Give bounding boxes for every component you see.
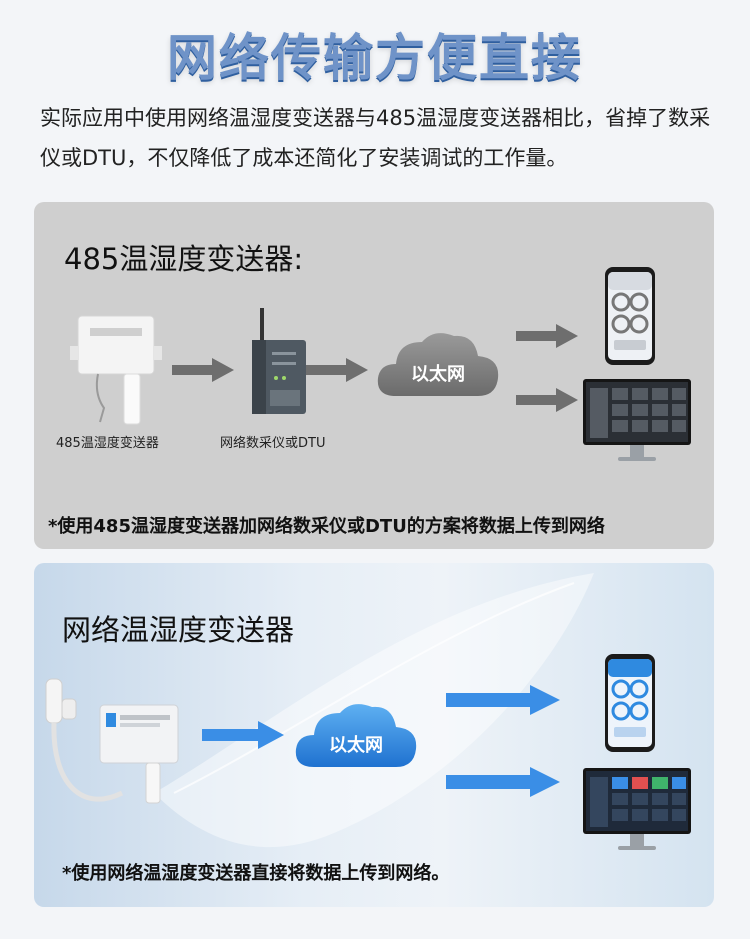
panel-network-heading: 网络温湿度变送器 — [62, 613, 295, 647]
intro-paragraph: 实际应用中使用网络温湿度变送器与485温湿度变送器相比，省掉了数采仪或DTU，不… — [40, 106, 711, 170]
arrow-right-icon — [202, 721, 284, 749]
sensor-device-icon — [70, 315, 162, 425]
page-title: 网络传输方便直接 — [167, 29, 583, 87]
panel-network-transmitter: 网络温湿度变送器 以太网 — [34, 563, 714, 907]
arrow-right-icon — [172, 358, 234, 382]
cloud-icon: 以太网 — [295, 704, 417, 767]
dtu-device-icon — [252, 308, 306, 414]
panel-485-transmitter: 485温湿度变送器: 485温湿度变送器 网络数采仪或DTU — [34, 202, 714, 549]
monitor-icon — [583, 768, 691, 850]
sensor-device-icon — [45, 678, 179, 804]
phone-icon — [605, 267, 655, 365]
cloud-icon: 以太网 — [377, 333, 499, 396]
panel-network-note: *使用网络温湿度变送器直接将数据上传到网络。 — [62, 863, 450, 884]
panel-485-note: *使用485温湿度变送器加网络数采仪或DTU的方案将数据上传到网络 — [48, 516, 605, 537]
collector-label: 网络数采仪或DTU — [220, 436, 326, 451]
arrow-right-icon — [516, 324, 578, 348]
arrow-right-icon — [306, 358, 368, 382]
arrow-right-icon — [516, 388, 578, 412]
sensor-device-label: 485温湿度变送器 — [56, 436, 159, 451]
cloud-label: 以太网 — [329, 734, 383, 756]
arrow-right-icon — [446, 685, 560, 715]
cloud-label: 以太网 — [411, 363, 465, 385]
monitor-icon — [583, 379, 691, 461]
panel-485-heading: 485温湿度变送器: — [64, 242, 304, 276]
arrow-right-icon — [446, 767, 560, 797]
phone-icon — [605, 654, 655, 752]
